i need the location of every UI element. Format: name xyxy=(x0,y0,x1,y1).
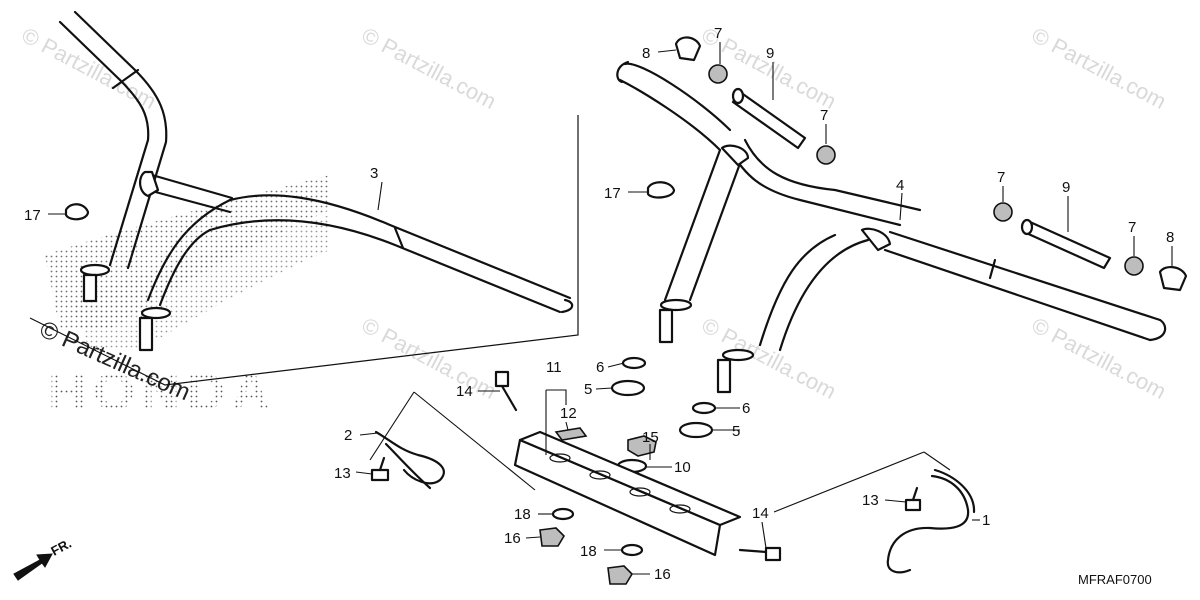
callout-9-right: 9 xyxy=(1062,179,1070,196)
washer-6 xyxy=(691,401,717,415)
bracket-lines xyxy=(369,391,951,513)
bolt-14-top xyxy=(494,370,518,412)
clip-8 xyxy=(1158,266,1188,292)
callout-2: 2 xyxy=(344,427,352,444)
callout-1: 1 xyxy=(982,512,990,529)
bolt-13-right xyxy=(904,486,922,512)
clip-8 xyxy=(674,36,702,62)
callout-18-right: 18 xyxy=(580,543,597,560)
washer-18 xyxy=(551,507,575,521)
cable-clip-17-right xyxy=(646,181,676,199)
callout-6-right: 6 xyxy=(742,400,750,417)
watermark: © Partzilla.com xyxy=(1028,22,1171,114)
watermark: © Partzilla.com xyxy=(18,22,161,114)
handlebar-part-3 xyxy=(58,10,574,352)
callout-12: 12 xyxy=(560,405,577,422)
inset-border xyxy=(29,115,579,386)
nut-16 xyxy=(539,527,566,547)
watermark: © Partzilla.com xyxy=(358,312,501,404)
callout-7-right: 7 xyxy=(997,169,1005,186)
handlebar-holder-11 xyxy=(513,430,742,557)
callout-18-left: 18 xyxy=(514,506,531,523)
bolt-14-bottom xyxy=(738,546,782,562)
nut-7 xyxy=(816,145,836,165)
washer-18 xyxy=(620,543,644,557)
washer-6 xyxy=(621,356,647,370)
front-direction-label: FR. xyxy=(48,536,74,559)
callout-11: 11 xyxy=(546,359,562,376)
drawing-code: MFRAF0700 xyxy=(1078,572,1152,587)
nut-15 xyxy=(627,435,657,457)
callout-13-left: 13 xyxy=(334,465,351,482)
callout-5-left: 5 xyxy=(584,381,592,398)
callout-15: 15 xyxy=(642,429,659,446)
handlebar-part-4 xyxy=(616,60,1167,394)
callout-7-mid: 7 xyxy=(820,107,828,124)
callout-10: 10 xyxy=(674,459,691,476)
callout-7-far-right: 7 xyxy=(1128,219,1136,236)
callout-16-right: 16 xyxy=(654,566,671,583)
callout-4: 4 xyxy=(896,177,904,194)
callout-14-bottom: 14 xyxy=(752,505,769,522)
nut-7 xyxy=(708,64,728,84)
callout-17-left: 17 xyxy=(24,207,41,224)
nut-7 xyxy=(993,202,1013,222)
callout-3: 3 xyxy=(370,165,378,182)
cushion-5 xyxy=(610,379,646,397)
callout-6-left: 6 xyxy=(596,359,604,376)
bolt-13-left xyxy=(370,456,390,482)
brand-lettering: HONDA xyxy=(48,362,276,422)
cable-clip-17-left xyxy=(64,203,90,221)
wire-harness-1 xyxy=(886,468,976,574)
nut-7 xyxy=(1124,256,1144,276)
bar-end-weight-9-top xyxy=(731,87,807,150)
cushion-5 xyxy=(678,421,714,439)
callout-13-right: 13 xyxy=(862,492,879,509)
callout-labels: 3 4 17 17 8 7 9 7 7 9 7 8 6 5 6 5 15 10 … xyxy=(24,25,1174,583)
watermark: © Partzilla.com xyxy=(358,22,501,114)
nut-16 xyxy=(607,565,634,585)
callout-8-right: 8 xyxy=(1166,229,1174,246)
callout-8-top: 8 xyxy=(642,45,650,62)
front-direction-indicator: FR. xyxy=(13,536,74,581)
callout-14-top: 14 xyxy=(456,383,473,400)
leader-lines xyxy=(48,42,1173,575)
callout-16-left: 16 xyxy=(504,530,521,547)
callout-17-right: 17 xyxy=(604,185,621,202)
brand-wing-backdrop: HONDA xyxy=(45,175,330,422)
bar-end-weight-9-right xyxy=(1020,218,1112,270)
callout-7-top: 7 xyxy=(714,25,722,42)
harness-clamp-2 xyxy=(374,430,445,490)
callout-5-right: 5 xyxy=(732,423,740,440)
callout-9-top: 9 xyxy=(766,45,774,62)
plate-12 xyxy=(554,427,588,441)
watermark: © Partzilla.com xyxy=(1028,312,1171,404)
